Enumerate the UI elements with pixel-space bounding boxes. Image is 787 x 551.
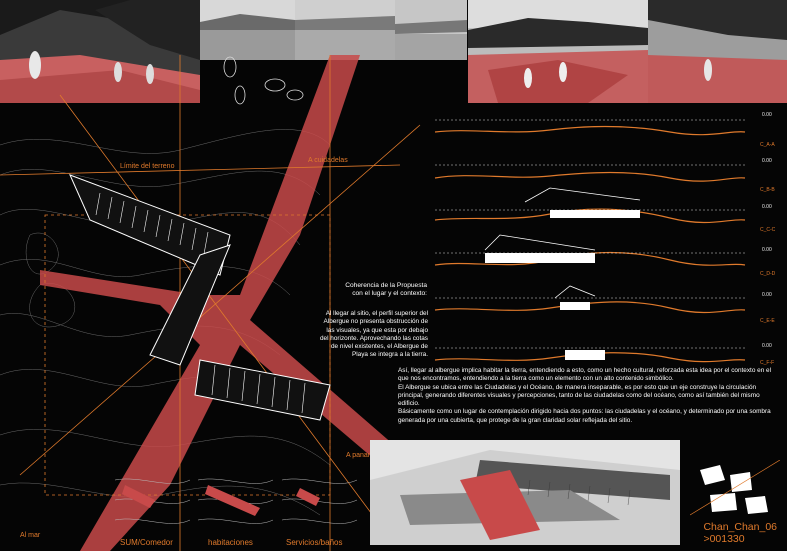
label-limite-terreno: Límite del terreno [120, 163, 175, 170]
shade-render-image [468, 0, 648, 103]
section-line-e [434, 301, 746, 314]
sections-drawing [434, 119, 746, 363]
label-al-mar: Al mar [20, 532, 41, 539]
sum-zone [122, 485, 155, 508]
site-plan-drawing [0, 55, 440, 551]
section-f-label: C_F-F [760, 360, 775, 366]
concept-paragraph-1: Así, llegar al albergue implica habitar … [398, 367, 772, 383]
section-c-level: 0.00 [762, 204, 772, 210]
project-name: Chan_Chan_06 [703, 521, 777, 533]
section-line-b [434, 171, 746, 182]
circulation-axis [40, 55, 440, 551]
entrance-render-image [0, 0, 200, 103]
volume-diagram [690, 460, 780, 516]
section-d-label: C_D-D [760, 271, 776, 277]
label-a-cuidadelas: A cuidadelas [308, 157, 348, 164]
albergue-building [69, 174, 331, 421]
photo-landscape-1 [200, 0, 295, 60]
section-e-label: C_E-E [760, 318, 775, 324]
legend-habitaciones: habitaciones [208, 538, 253, 547]
section-line-d [434, 251, 746, 266]
services-zone [296, 488, 320, 506]
section-b-label: C_B-B [760, 187, 775, 193]
landscape-photo-image-3 [395, 0, 467, 60]
section-c-label: C_C-C [760, 227, 776, 233]
photo-shade-render [468, 0, 648, 103]
concept-paragraph-3: Básicamente como un lugar de contemplaci… [398, 408, 771, 424]
photo-entrance-render [0, 0, 200, 103]
section-e-level: 0.00 [762, 292, 772, 298]
rooms-zone [205, 485, 260, 516]
coherence-heading: Coherencia de la Propuesta con el lugar … [345, 282, 427, 298]
concept-paragraph-2: El Albergue se ubica entre las Ciudadela… [398, 383, 760, 408]
legend-servicios-banos: Servicios/baños [286, 538, 343, 547]
section-line-c [434, 208, 746, 224]
photo-landscape-2 [295, 0, 395, 60]
section-b-level: 0.00 [762, 158, 772, 164]
section-d-level: 0.00 [762, 247, 772, 253]
project-code: >001330 [703, 533, 745, 545]
section-buildings [485, 210, 640, 360]
landscape-photo-image [200, 0, 295, 60]
section-a-label: C_A-A [760, 142, 775, 148]
project-identifier: Chan_Chan_06 >001330 [703, 521, 777, 545]
legend-sum-comedor: SUM/Comedor [120, 538, 173, 547]
landscape-photo-image-2 [295, 0, 395, 60]
aerial-model-render [370, 440, 680, 545]
people-sketch [223, 56, 304, 105]
concept-text: Así, llegar al albergue implica habitar … [398, 367, 783, 425]
program-diagrams [114, 478, 358, 524]
photo-landscape-3 [395, 0, 467, 60]
photo-corner-render [648, 0, 787, 103]
guide-lines [0, 55, 421, 551]
section-a-level: 0.00 [762, 112, 772, 118]
section-line-a [434, 125, 746, 136]
site-arrival-text: Al llegar al sitio, el perfil superior d… [319, 310, 428, 359]
section-f-level: 0.00 [762, 343, 772, 349]
corner-render-image [648, 0, 787, 103]
